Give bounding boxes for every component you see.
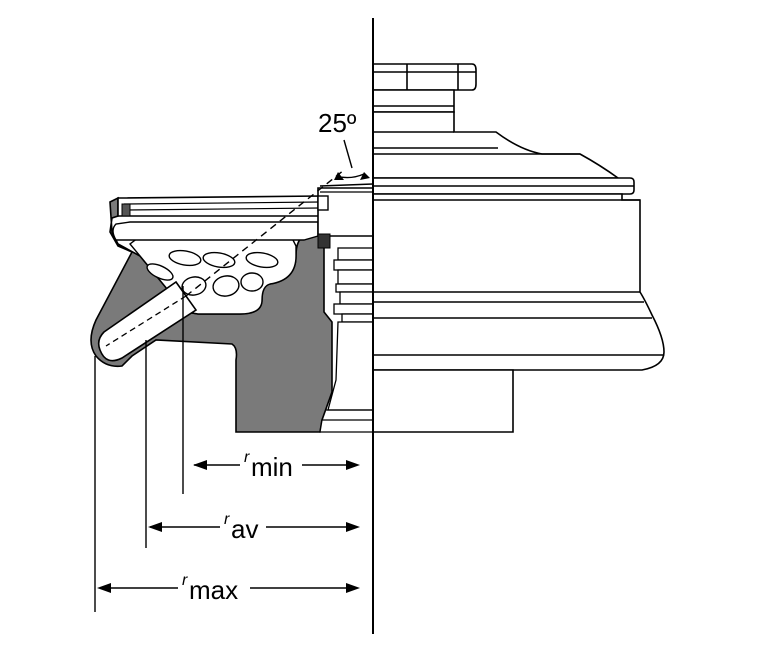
r-av-label: av (231, 514, 258, 544)
r-min-dimension: r min (193, 449, 360, 482)
spindle-top-line (319, 183, 374, 187)
angle-leader-line (343, 139, 353, 169)
r-max-arrowhead-left (97, 583, 111, 593)
angle-arc-arrowhead (360, 172, 370, 180)
r-max-arrowhead-right (346, 583, 360, 593)
r-av-label-prefix: r (224, 511, 230, 528)
r-max-label: max (189, 575, 238, 605)
lid-channel (112, 221, 319, 241)
angle-arc-arrowhead (334, 172, 344, 180)
r-av-arrowhead-left (148, 522, 162, 532)
r-min-arrowhead-left (193, 460, 207, 470)
rotor-base-hub (372, 369, 514, 433)
rotor-knob (372, 63, 477, 91)
rotor-shoulder (372, 111, 621, 179)
r-max-dimension: r max (97, 572, 360, 605)
angle-label: 25º (318, 108, 357, 138)
angle-annotation: 25º (318, 108, 370, 180)
central-spindle (317, 187, 374, 237)
r-min-label: min (251, 452, 293, 482)
r-max-label-prefix: r (182, 572, 188, 589)
tube-hole (245, 251, 279, 269)
r-min-label-prefix: r (244, 449, 250, 466)
r-av-arrowhead-right (346, 522, 360, 532)
tube-axis-dashed (105, 295, 187, 347)
tube-hole (146, 263, 174, 281)
tube-hole (240, 272, 264, 292)
tube-hole (168, 249, 202, 267)
tube-holes (146, 249, 279, 297)
lid-plate-line (123, 201, 321, 205)
tube-angle-axis (185, 169, 345, 297)
rotor-exterior-view (372, 63, 665, 433)
spindle-nut (317, 195, 329, 211)
tube-hole (181, 276, 207, 296)
r-min-arrowhead-right (346, 460, 360, 470)
r-av-dimension: r av (148, 511, 360, 544)
centrifuge-tube (97, 280, 198, 362)
rotor-neck (372, 89, 455, 113)
lid-plate-line (123, 207, 321, 211)
rotor-cross-section (90, 169, 374, 433)
tube-hole (212, 275, 240, 297)
lid-latch (121, 203, 131, 217)
rotor-body (372, 193, 665, 371)
spindle-seal (317, 233, 331, 249)
